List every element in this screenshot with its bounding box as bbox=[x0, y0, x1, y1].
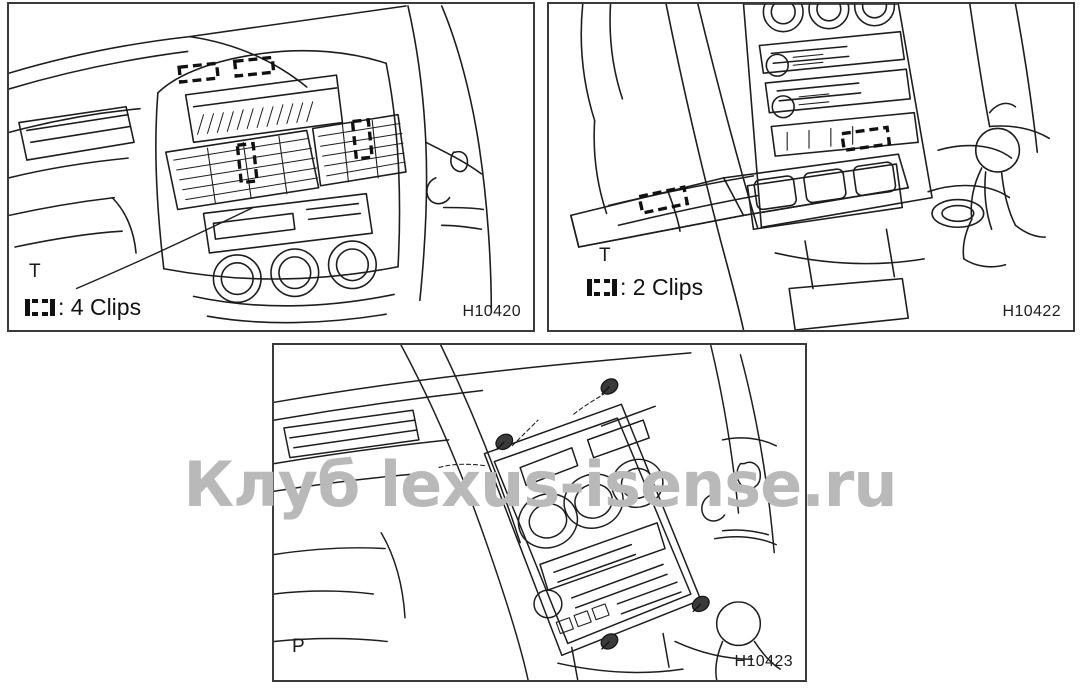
orientation-letter-t-panel2: T bbox=[599, 245, 612, 266]
orientation-letter-p-panel3: P bbox=[292, 636, 306, 657]
panel-2-illustration bbox=[549, 4, 1073, 330]
figure-panel-2: T : 2 Clips H10422 bbox=[547, 2, 1075, 332]
figure-id-panel3: H10423 bbox=[734, 653, 793, 670]
panel-1-illustration bbox=[9, 4, 533, 330]
panel-3-illustration bbox=[274, 345, 805, 680]
clip-bracket-icon bbox=[25, 299, 55, 316]
clip-count-label: : 2 Clips bbox=[620, 274, 704, 300]
clip-count-label: : 4 Clips bbox=[58, 294, 142, 320]
figure-id-panel1: H10420 bbox=[462, 303, 521, 320]
figure-id-panel2: H10422 bbox=[1002, 303, 1061, 320]
orientation-letter-t-panel1: T bbox=[29, 261, 42, 282]
figure-panel-1: T : 4 Clips H10420 bbox=[7, 2, 535, 332]
clip-legend-panel2: : 2 Clips bbox=[587, 276, 703, 299]
clip-bracket-icon bbox=[587, 279, 617, 296]
clip-legend-panel1: : 4 Clips bbox=[25, 296, 141, 319]
figure-panel-3: P H10423 bbox=[272, 343, 807, 682]
